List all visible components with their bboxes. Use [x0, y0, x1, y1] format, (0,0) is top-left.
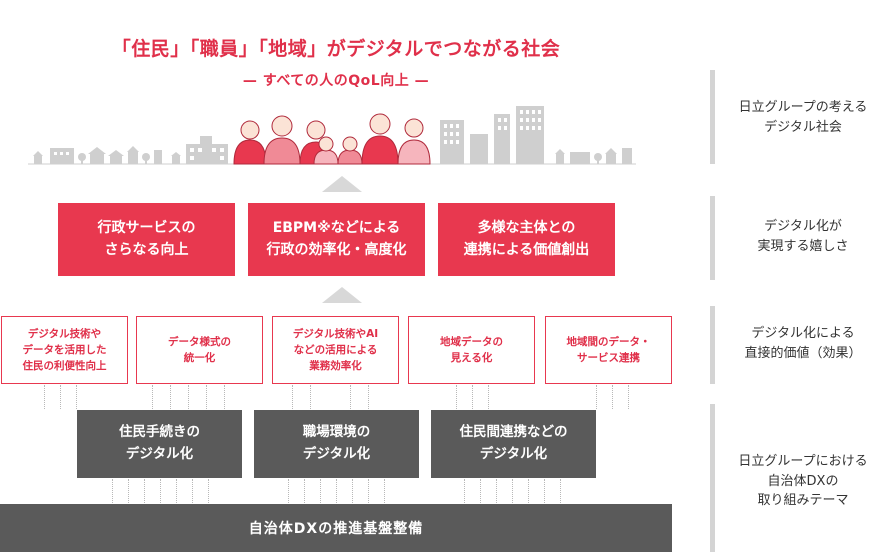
connector-dots	[128, 479, 129, 503]
connector-dots	[368, 479, 369, 503]
connector-dots	[480, 479, 481, 503]
direct-value-box: デジタル技術やAI などの活用による 業務効率化	[272, 316, 399, 384]
connector-dots	[76, 385, 77, 409]
connector-dots	[560, 479, 561, 503]
connector-dots	[628, 385, 629, 409]
side-label: デジタル化が 実現する嬉しさ	[757, 219, 849, 254]
connector-dots	[384, 479, 385, 503]
connector-dots	[368, 385, 369, 409]
side-bar	[710, 70, 715, 164]
connector-dots	[208, 479, 209, 503]
foundation-label: 自治体DXの推進基盤整備	[248, 521, 424, 537]
connector-dots	[304, 479, 305, 503]
connector-dots	[320, 479, 321, 503]
side-bar	[710, 404, 715, 552]
connector-dots	[464, 479, 465, 503]
connector-dots	[112, 479, 113, 503]
connector-dots	[176, 479, 177, 503]
benefit-box: EBPM※などによる 行政の効率化・高度化	[248, 203, 425, 276]
connector-dots	[288, 479, 289, 503]
connector-dots	[336, 479, 337, 503]
city-skyline-illustration	[28, 106, 636, 165]
connector-dots	[192, 479, 193, 503]
connector-dots	[152, 385, 153, 409]
connector-dots	[472, 385, 473, 409]
side-bar	[710, 196, 715, 280]
connector-dots	[310, 385, 311, 409]
benefit-box: 多様な主体との 連携による価値創出	[438, 203, 615, 276]
people-group-illustration	[233, 113, 431, 165]
connector-dots	[44, 385, 45, 409]
connector-dots	[160, 479, 161, 503]
connector-dots	[612, 385, 613, 409]
connector-dots	[206, 385, 207, 409]
connector-dots	[188, 385, 189, 409]
side-label: 日立グループにおける 自治体DXの 取り組みテーマ	[738, 454, 868, 508]
direct-value-box: 地域データの 見える化	[408, 316, 535, 384]
connector-dots	[350, 385, 351, 409]
connector-dots	[224, 385, 225, 409]
connector-dots	[528, 479, 529, 503]
benefit-box: 行政サービスの さらなる向上	[58, 203, 235, 276]
connector-dots	[544, 479, 545, 503]
side-label: デジタル化による 直接的価値（効果）	[744, 326, 862, 361]
direct-value-box: 地域間のデータ・ サービス連携	[545, 316, 672, 384]
connector-dots	[596, 385, 597, 409]
initiative-box: 住民間連携などの デジタル化	[431, 410, 596, 478]
connector-dots	[292, 385, 293, 409]
direct-value-box: デジタル技術や データを活用した 住民の利便性向上	[1, 316, 128, 384]
connector-dots	[496, 479, 497, 503]
connector-dots	[60, 385, 61, 409]
connector-dots	[512, 479, 513, 503]
connector-dots	[456, 385, 457, 409]
initiative-box: 住民手続きの デジタル化	[77, 410, 242, 478]
side-bar	[710, 306, 715, 384]
up-arrow-icon	[322, 287, 362, 303]
foundation-bar: 自治体DXの推進基盤整備	[0, 504, 672, 552]
side-label: 日立グループの考える デジタル社会	[738, 100, 868, 135]
page-subtitle: — すべての人のQoL向上 —	[242, 73, 430, 89]
page-title: 「住民」「職員」「地域」がデジタルでつながる社会	[111, 38, 561, 60]
connector-dots	[144, 479, 145, 503]
up-arrow-icon	[322, 176, 362, 192]
initiative-box: 職場環境の デジタル化	[254, 410, 419, 478]
connector-dots	[170, 385, 171, 409]
direct-value-box: データ様式の 統一化	[136, 316, 263, 384]
connector-dots	[352, 479, 353, 503]
connector-dots	[488, 385, 489, 409]
